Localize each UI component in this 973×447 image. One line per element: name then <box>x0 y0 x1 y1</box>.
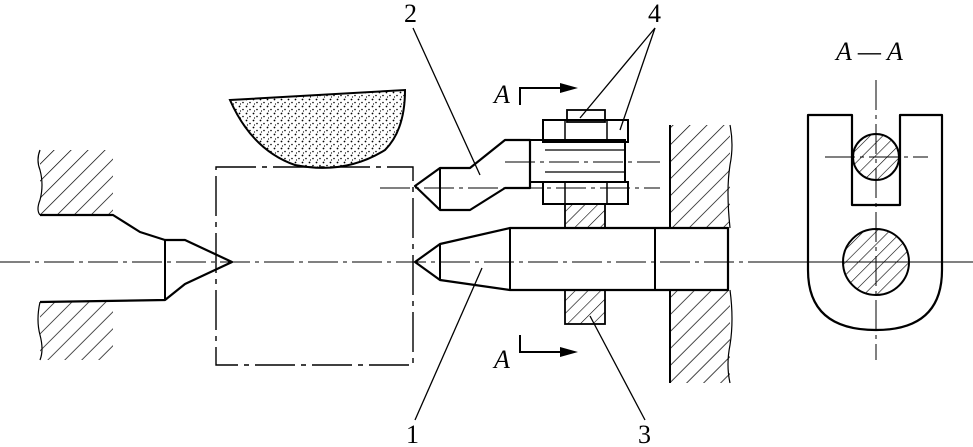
leader-lines <box>412 27 656 421</box>
label-part-3: 3 <box>638 420 651 447</box>
label-part-1: 1 <box>406 420 419 447</box>
label-section-bottom: A <box>492 345 510 374</box>
grinding-wheel <box>228 88 407 169</box>
workpiece <box>215 166 414 366</box>
section-marker-top <box>519 83 578 105</box>
support-bar <box>564 203 606 325</box>
label-part-4: 4 <box>648 0 661 28</box>
label-part-2: 2 <box>404 0 417 28</box>
tailstock-center <box>413 226 730 292</box>
bolt-assembly <box>529 109 629 205</box>
label-section-top: A <box>492 80 510 109</box>
left-center <box>39 213 234 304</box>
right-wall <box>669 124 733 384</box>
left-wall <box>37 149 113 361</box>
section-marker-bottom <box>519 335 578 357</box>
section-view <box>776 80 973 360</box>
section-view-title: A — A <box>834 37 903 66</box>
